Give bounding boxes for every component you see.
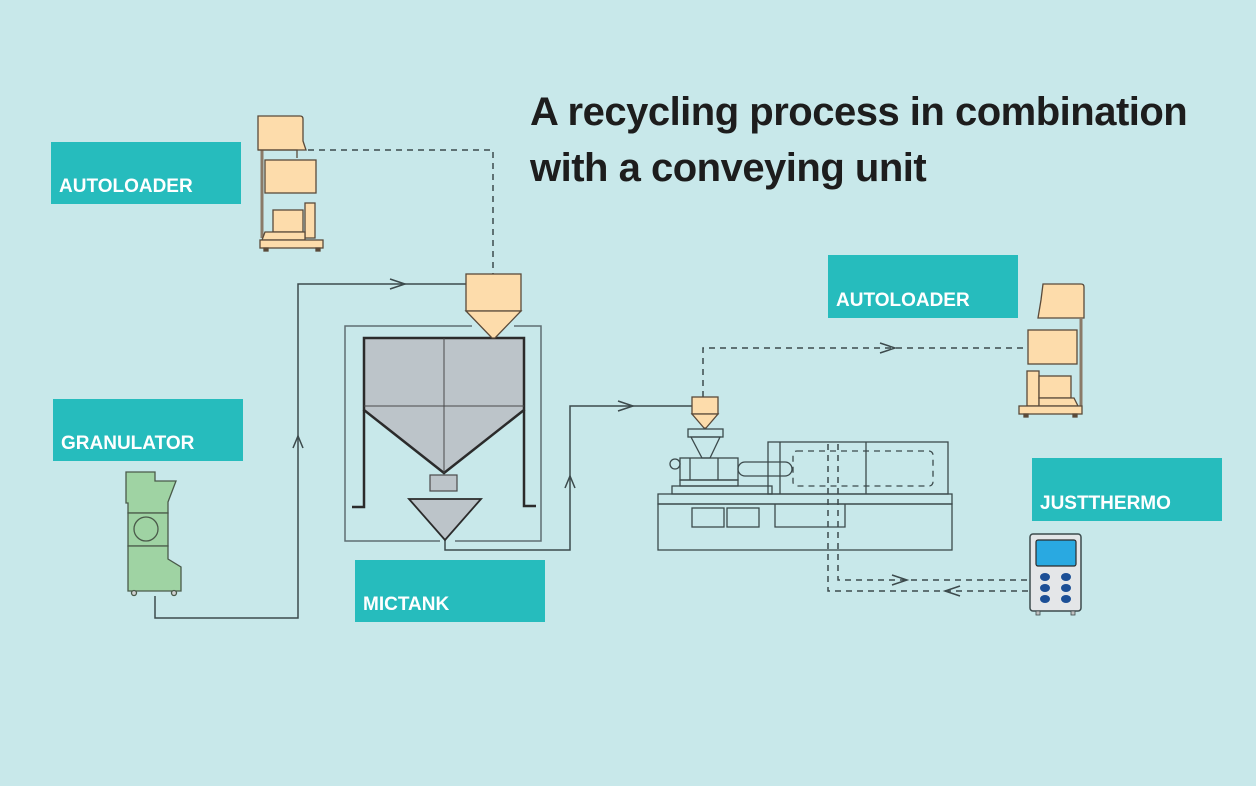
- title-line-2: with a conveying unit: [530, 146, 927, 190]
- mictank-to-machine-line: [444, 400, 692, 551]
- title-line-1: A recycling process in combination: [530, 90, 1188, 134]
- arrow-right-icon: [389, 278, 408, 290]
- autoloader-left-dashed-line: [308, 149, 494, 274]
- label-granulator: GRANULATOR: [53, 399, 243, 461]
- arrow-right-icon: [617, 400, 636, 412]
- arrow-right-icon: [879, 342, 898, 354]
- mictank-icon: [344, 325, 542, 542]
- autoloader-right-icon: [1018, 283, 1085, 418]
- label-mictank: MICTANK: [355, 560, 545, 622]
- arrow-right-icon: [891, 574, 910, 586]
- autoloader-left-icon: [257, 115, 324, 252]
- mictank-hopper-icon: [464, 273, 523, 339]
- label-autoloader-right: AUTOLOADER: [828, 255, 1018, 318]
- arrow-up-icon: [564, 474, 576, 489]
- granulator-icon: [125, 471, 182, 597]
- arrow-left-icon: [942, 585, 961, 597]
- label-justthermo: JUSTTHERMO: [1032, 458, 1222, 521]
- label-autoloader-left: AUTOLOADER: [51, 142, 241, 204]
- arrow-up-icon: [292, 434, 304, 449]
- granulator-to-mictank-line: [154, 278, 466, 619]
- justthermo-icon: [1029, 533, 1082, 616]
- diagram-title: A recycling process in combination with …: [530, 84, 1188, 196]
- injection-molding-machine-icon: [657, 396, 953, 551]
- autoloader-right-dashed-line: [702, 347, 1028, 397]
- thermo-dashed-lines: [827, 444, 1030, 592]
